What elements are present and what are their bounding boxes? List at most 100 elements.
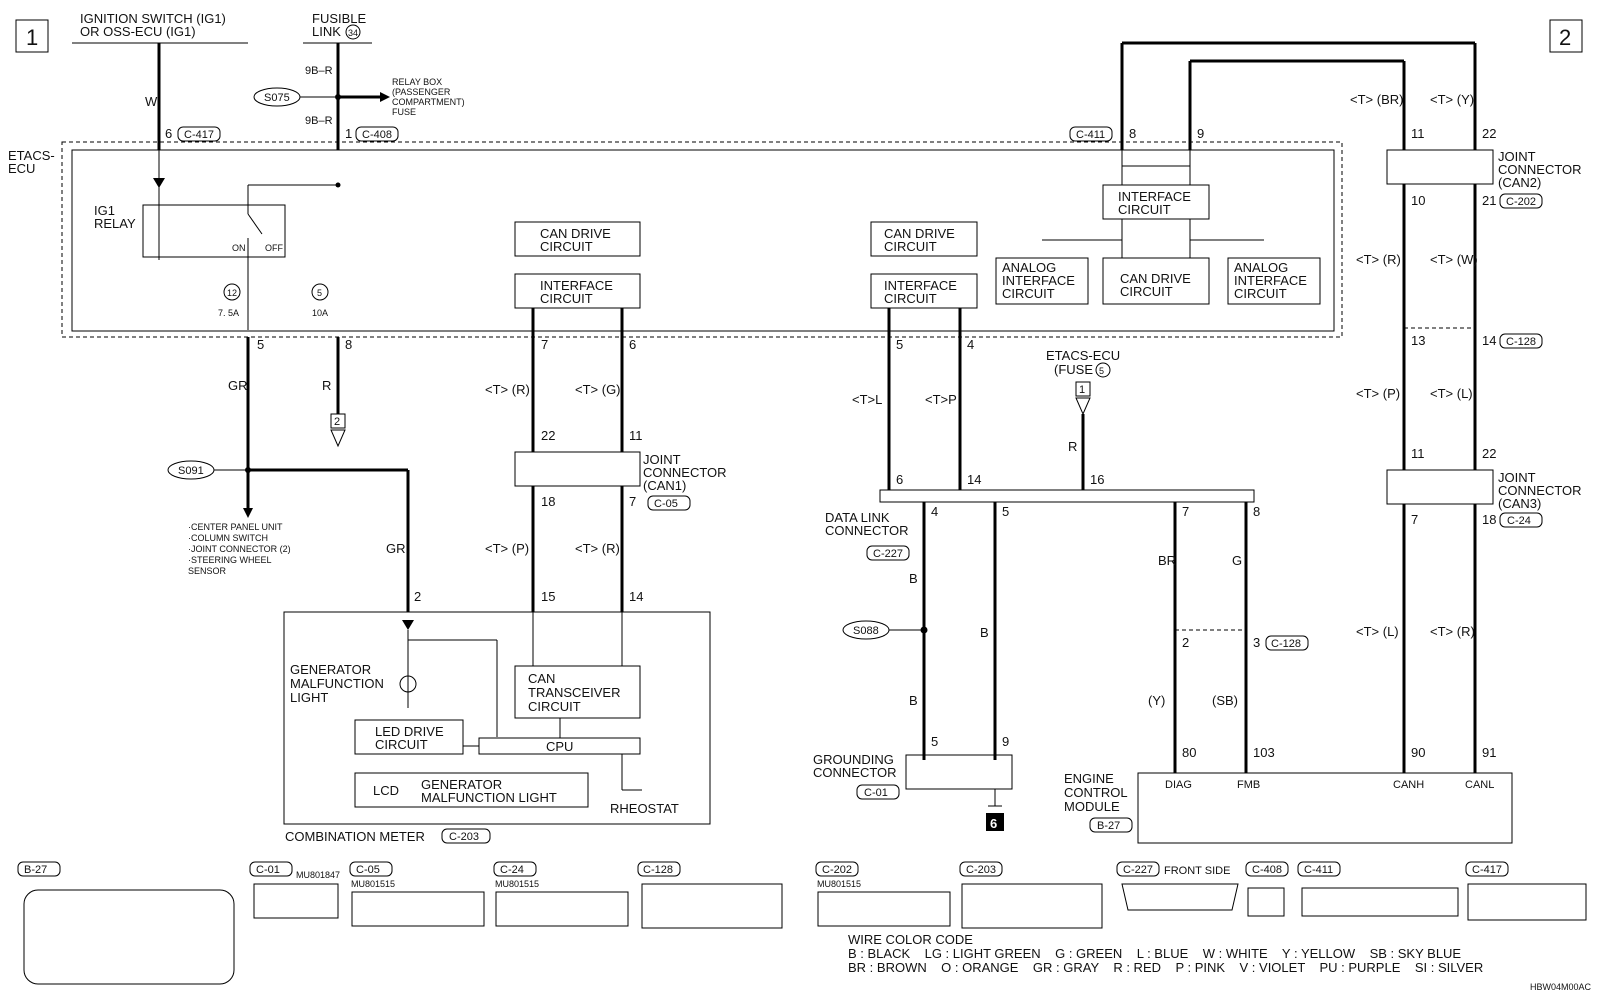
wire-tl-3: <T> (L)	[1356, 624, 1399, 639]
wire-b-label-3: B	[909, 693, 918, 708]
wire-tp-2: <T>P	[925, 392, 957, 407]
pin-5-dlc: 5	[1002, 504, 1009, 519]
jc-can2-3: (CAN2)	[1498, 175, 1541, 190]
ground-6-box	[986, 813, 1004, 831]
ecm-box	[1137, 772, 1513, 844]
face-c01-part: MU801847	[296, 870, 340, 880]
gen-label-2: MALFUNCTION	[290, 676, 384, 691]
on-label: ON	[232, 243, 246, 253]
interface-2-circuit: CIRCUIT	[884, 291, 937, 306]
ig1-diode	[153, 178, 165, 188]
pin-7-jc3: 7	[1411, 512, 1418, 527]
ecm-canh: CANH	[1393, 779, 1424, 791]
pin-90-ecm: 90	[1411, 745, 1425, 760]
cpu-label: CPU	[546, 739, 573, 754]
face-c411-label: C-411	[1304, 864, 1333, 876]
face-c24-tag	[493, 861, 537, 877]
fusible-circle	[345, 24, 361, 40]
pin-2-c128: 2	[1182, 635, 1189, 650]
face-c24	[495, 891, 629, 927]
c411-tag	[1069, 126, 1113, 142]
wire-br-label: BR	[1158, 553, 1176, 568]
can-drive-1-box	[514, 221, 641, 257]
relay-box-4: FUSE	[392, 107, 416, 117]
pin-14-c128: 14	[1482, 333, 1496, 348]
jc-can3-3: (CAN3)	[1498, 496, 1541, 511]
lcd-label: LCD	[373, 783, 399, 798]
c203-tag	[441, 828, 491, 844]
c24-label: C-24	[1507, 515, 1531, 527]
fuse-12-amp: 7. 5A	[218, 308, 239, 318]
pin-91-ecm: 91	[1482, 745, 1496, 760]
rheostat-label: RHEOSTAT	[610, 801, 679, 816]
fuse-12-num: 12	[227, 288, 237, 298]
pin-7-dlc: 7	[1182, 504, 1189, 519]
pin-21-jc2: 21	[1482, 193, 1496, 208]
face-b27-tag	[17, 861, 61, 877]
page-marker-2: 2	[1559, 25, 1571, 50]
pin-103-ecm: 103	[1253, 745, 1275, 760]
face-b27-label: B-27	[24, 864, 47, 876]
analog-2-b: INTERFACE	[1234, 273, 1307, 288]
can-drive-2-label: CAN DRIVE	[884, 226, 955, 241]
wire-b-label-2: B	[980, 625, 989, 640]
face-c408	[1247, 887, 1285, 917]
gen-light-icon	[399, 675, 417, 693]
can-drive-2-circuit: CIRCUIT	[884, 239, 937, 254]
relay-box-arrowhead	[380, 92, 390, 102]
fuse-5-num: 5	[317, 288, 322, 298]
pin-8-dlc: 8	[1253, 504, 1260, 519]
wire-gr-label: GR	[228, 378, 248, 393]
analog-1-box	[995, 257, 1089, 305]
interface-3-box	[1102, 184, 1210, 220]
combination-meter-box	[283, 611, 711, 825]
wire-tg-1: <T> (G)	[575, 382, 621, 397]
pin-3-c128: 3	[1253, 635, 1260, 650]
face-c01-tag	[249, 861, 293, 877]
relay-box-1: RELAY BOX	[392, 77, 442, 87]
etacs-ecu-inner	[71, 149, 1335, 332]
interface-1-box	[514, 273, 641, 309]
pin-2-meter: 2	[414, 589, 421, 604]
wire-r-label: R	[322, 378, 331, 393]
c202-tag	[1499, 193, 1543, 209]
face-c203-tag	[959, 861, 1003, 877]
face-c411	[1301, 887, 1459, 917]
analog-2-box	[1227, 257, 1321, 305]
pin-6-c417: 6	[165, 126, 172, 141]
wire-tw: <T> (W)	[1430, 252, 1478, 267]
pin-22-can1: 22	[541, 428, 555, 443]
ground-6-label: 6	[990, 816, 997, 831]
analog-1-b: INTERFACE	[1002, 273, 1075, 288]
c227-tag	[866, 545, 910, 561]
marker-2-tri	[330, 429, 346, 448]
etacs-fuse-circle	[1095, 362, 1111, 378]
face-c01	[253, 883, 339, 919]
jc-can1-1: JOINT	[643, 452, 681, 467]
c01-label: C-01	[864, 787, 888, 799]
ecm-label-2: CONTROL	[1064, 785, 1128, 800]
wire-tr-2: <T> (R)	[575, 541, 620, 556]
jc-can1-box	[514, 451, 641, 487]
pin-8-r: 8	[345, 337, 352, 352]
dest-4: ·STEERING WHEEL	[188, 555, 272, 565]
led-drive-1: LED DRIVE	[375, 724, 444, 739]
pin-1-c408: 1	[345, 126, 352, 141]
lcd-label-2: GENERATOR	[421, 777, 502, 792]
pin-14-dlc: 14	[967, 472, 981, 487]
c05-label: C-05	[654, 498, 678, 510]
lcd-box	[354, 772, 589, 808]
pin-11-jc3: 11	[1411, 446, 1425, 461]
ecm-fmb: FMB	[1237, 779, 1260, 791]
analog-1-a: ANALOG	[1002, 260, 1056, 275]
face-c227	[1121, 883, 1239, 911]
interface-2-box	[870, 273, 978, 309]
face-c203-label: C-203	[966, 864, 996, 876]
c408-tag	[355, 126, 399, 142]
marker-1-tri	[1075, 397, 1091, 416]
lcd-label-3: MALFUNCTION LIGHT	[421, 790, 557, 805]
analog-1-c: CIRCUIT	[1002, 286, 1055, 301]
fusible-number: 34	[348, 28, 358, 38]
face-c417-tag	[1465, 861, 1509, 877]
face-c05-part: MU801515	[351, 879, 395, 889]
